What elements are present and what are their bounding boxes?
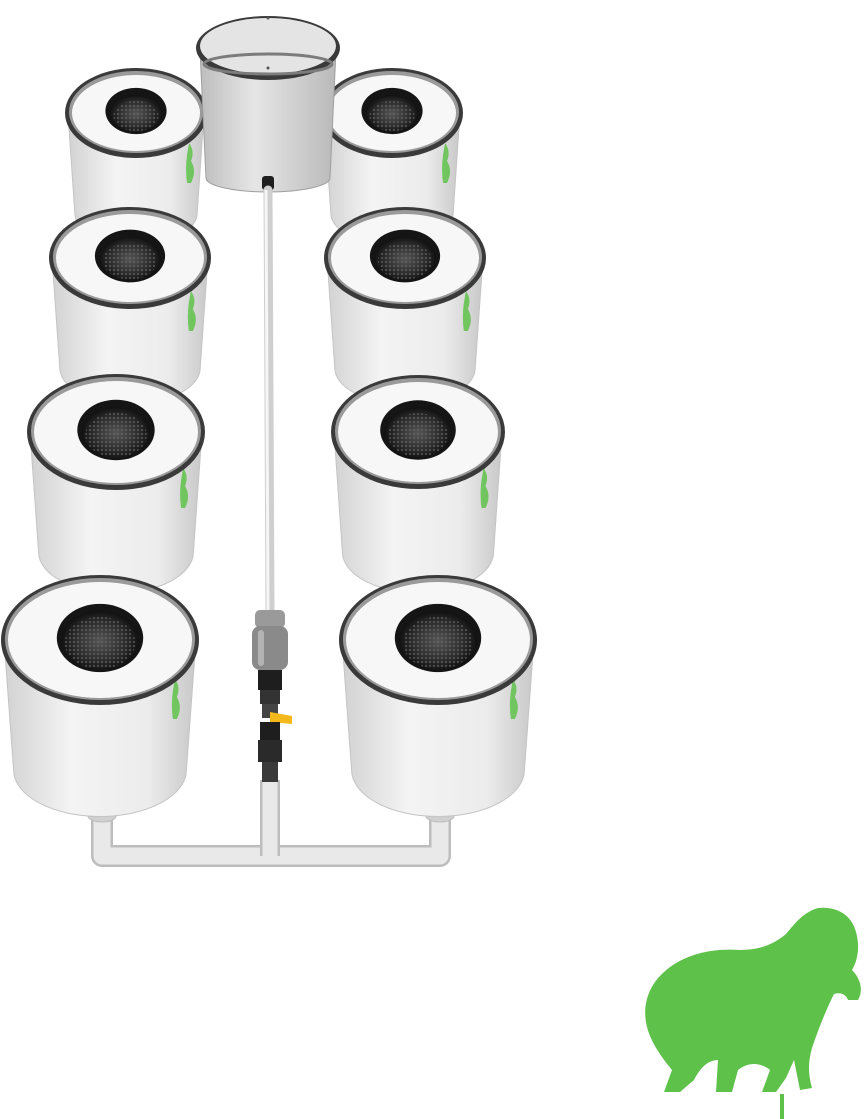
gorilla-decal-icon <box>180 468 189 508</box>
gorilla-decal-icon <box>442 143 451 183</box>
feed-tube <box>263 185 275 617</box>
lid-hole <box>266 16 270 20</box>
black-fitting <box>258 670 282 690</box>
valve-handle <box>270 712 292 724</box>
bucket <box>324 207 486 405</box>
net-pot-mesh <box>85 412 147 458</box>
feed-tube-highlight <box>264 189 270 613</box>
bucket <box>339 575 537 817</box>
gorilla-decal-icon <box>462 291 471 331</box>
feed-line-group <box>252 176 292 782</box>
net-pot-mesh <box>369 100 415 132</box>
bucket <box>1 575 199 817</box>
net-pot-mesh <box>402 616 474 670</box>
bucket <box>331 375 505 593</box>
filter-cap <box>255 610 285 628</box>
net-pot-mesh <box>113 100 159 132</box>
gorilla-decal-icon <box>480 468 489 508</box>
inline-filter-highlight <box>258 630 264 666</box>
bucket <box>49 207 211 405</box>
lid-hole <box>266 66 270 70</box>
controller-bucket <box>196 16 340 193</box>
net-pot-mesh <box>377 242 433 280</box>
black-fitting <box>260 690 280 704</box>
inline-filter <box>252 626 288 670</box>
bucket <box>27 374 205 594</box>
net-pot-mesh <box>388 413 448 457</box>
net-pot-mesh <box>64 616 136 670</box>
black-fitting <box>262 762 278 782</box>
bucket <box>321 68 463 245</box>
controller-bucket-lid <box>200 18 336 74</box>
black-fitting <box>260 722 280 740</box>
gorilla-decal-icon <box>171 679 180 719</box>
outlet-fitting <box>262 176 274 190</box>
controller-bucket-band <box>202 52 334 76</box>
bucket-group <box>1 16 537 817</box>
gorilla-logo-icon <box>645 907 861 1119</box>
gorilla-decal-icon <box>187 291 196 331</box>
drain-pipe-group <box>87 780 455 867</box>
black-fitting <box>258 740 282 762</box>
net-pot-mesh <box>102 242 158 280</box>
gorilla-decal-icon <box>186 143 195 183</box>
gorilla-decal-icon <box>509 679 518 719</box>
